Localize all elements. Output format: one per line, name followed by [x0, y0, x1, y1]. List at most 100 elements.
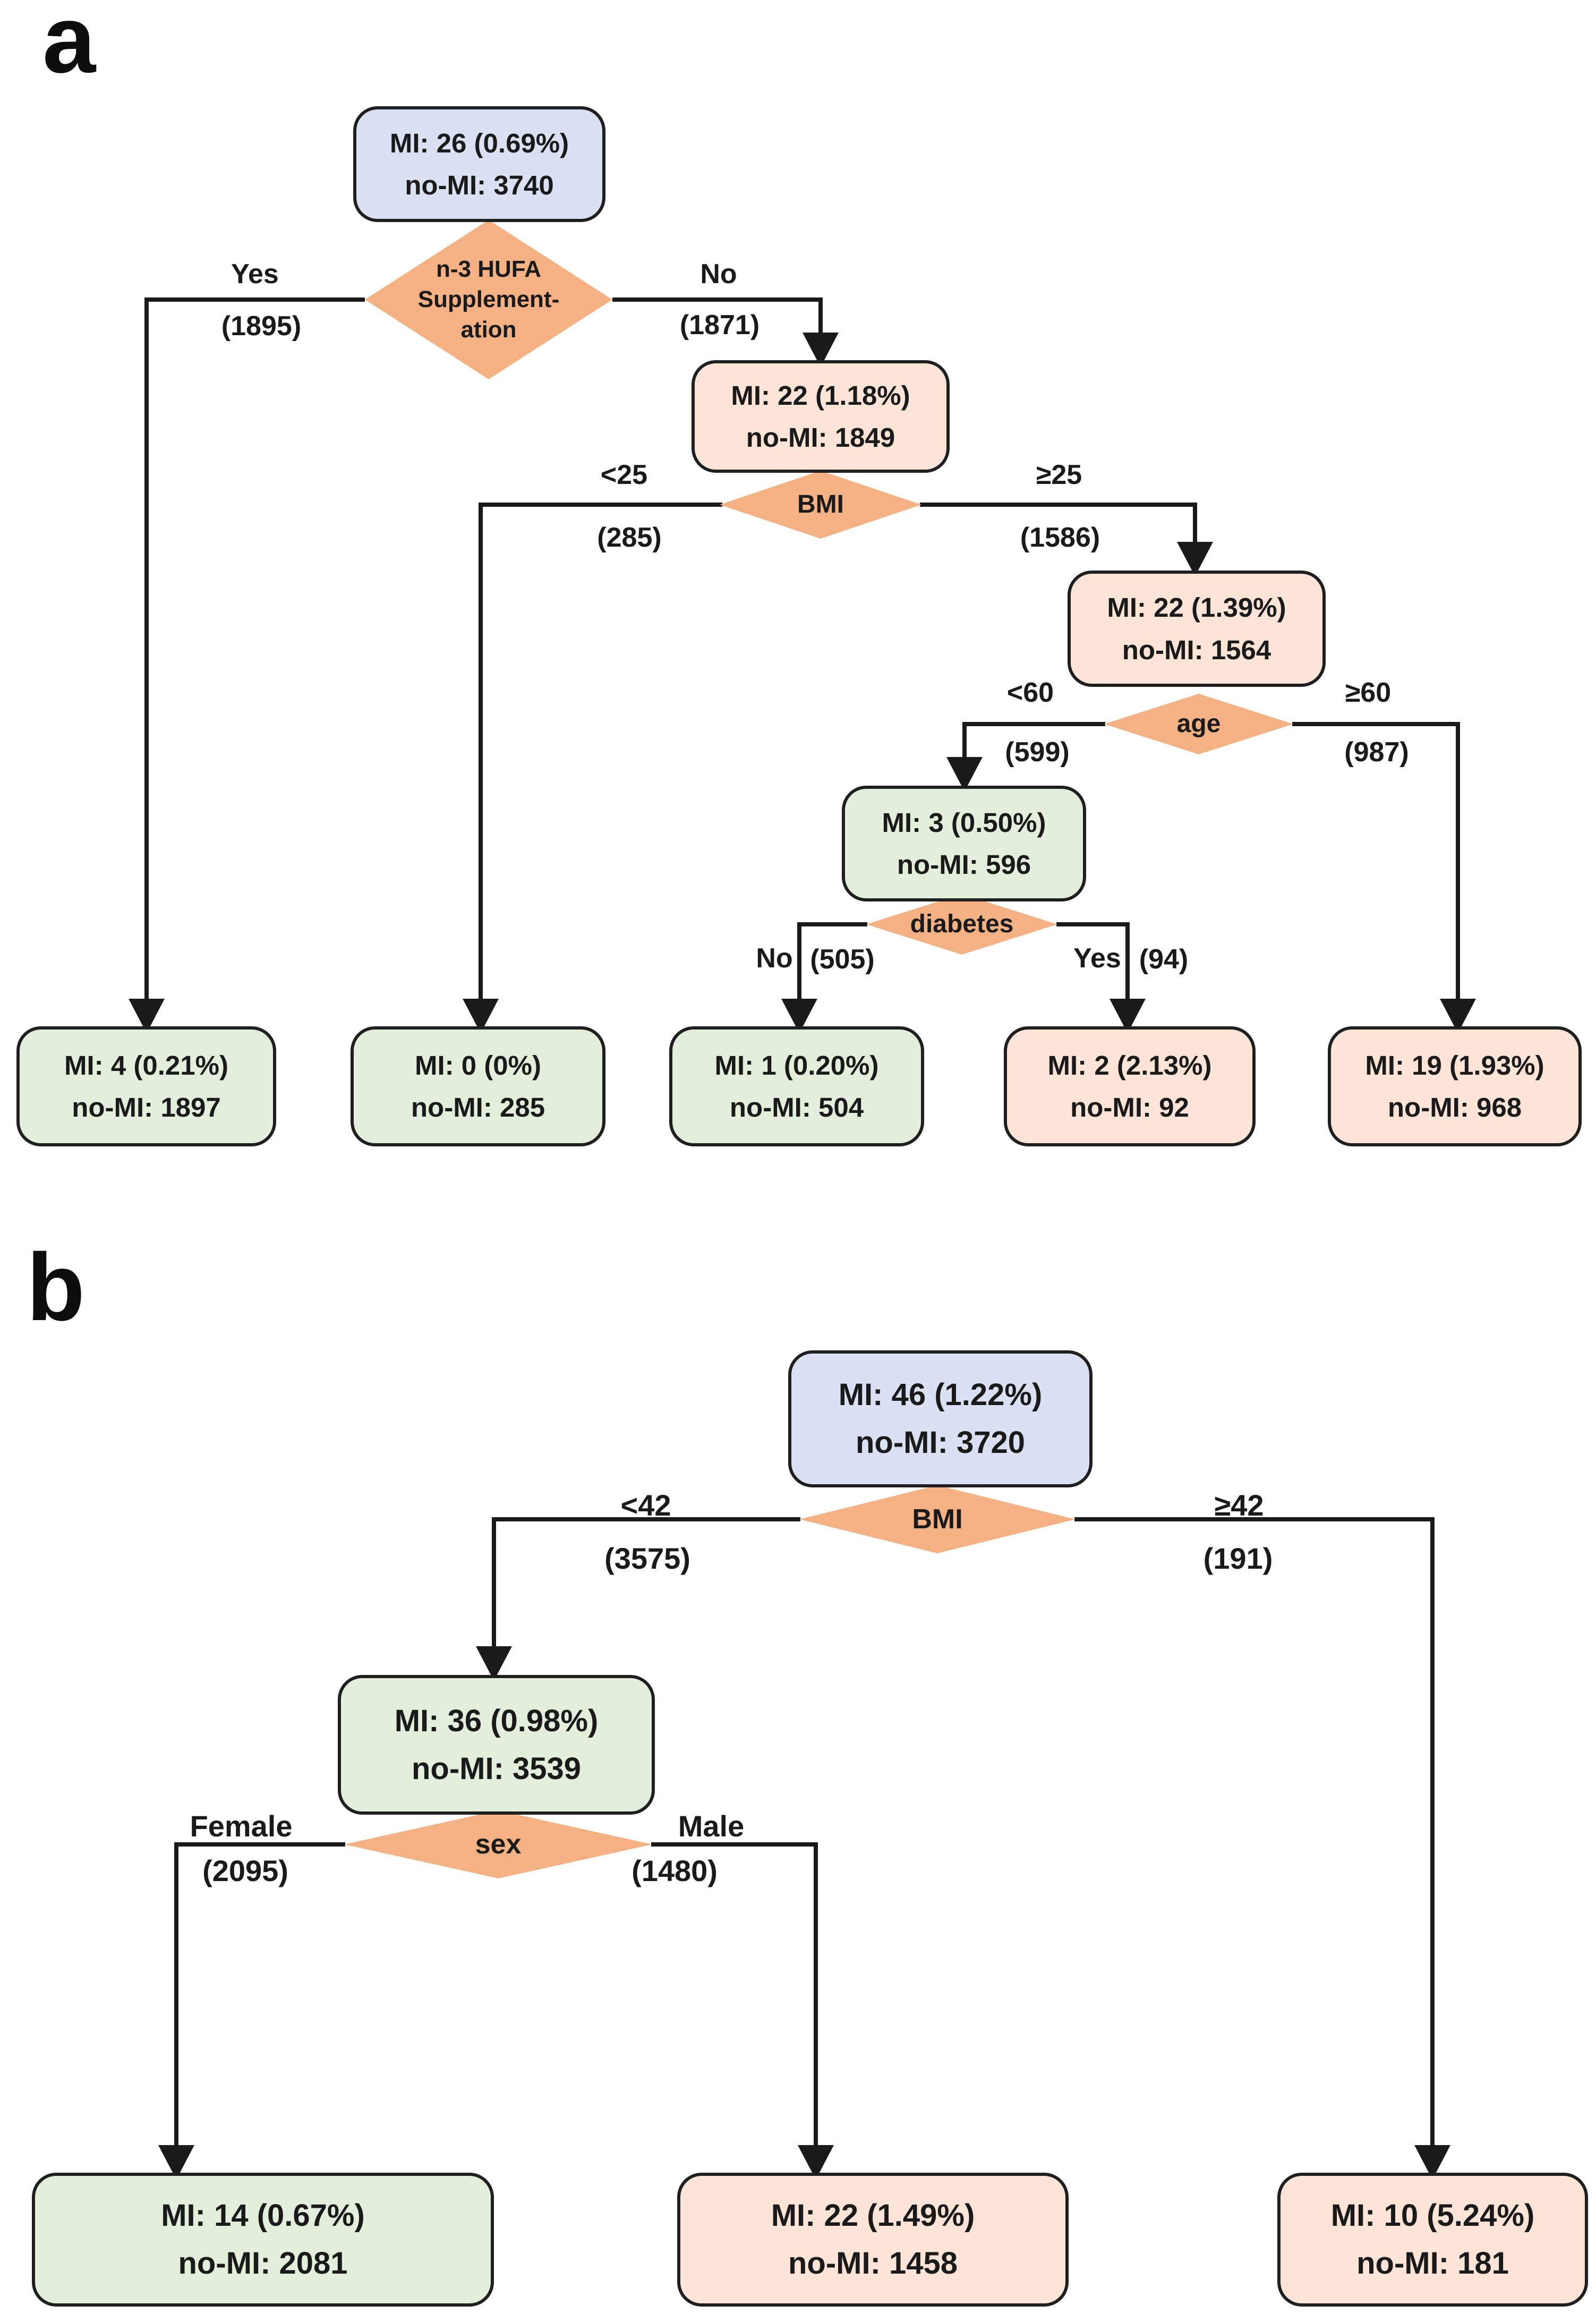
node-a-root: MI: 26 (0.69%) no-MI: 3740 — [353, 106, 605, 222]
node-a-bmi-ge25-line2: no-MI: 1564 — [1122, 634, 1271, 665]
branch-a-diab-yes-label: Yes — [1073, 943, 1121, 974]
branch-b-bmi-ge-count: (191) — [1203, 1542, 1273, 1575]
arrow-a-leaf5 — [1440, 999, 1476, 1033]
edge-a-supp-yes — [144, 297, 365, 1000]
split-diamonds — [344, 220, 1293, 1878]
split-label-b-bmi: BMI — [912, 1504, 963, 1535]
node-a-age-lt60-line1: MI: 3 (0.50%) — [882, 807, 1046, 838]
arrow-a-leaf1 — [129, 999, 165, 1033]
node-a-leaf-age-ge60-line1: MI: 19 (1.93%) — [1365, 1050, 1544, 1081]
arrow-a-leaf4 — [1109, 999, 1146, 1033]
node-a-leaf-supp-yes: MI: 4 (0.21%) no-MI: 1897 — [16, 1026, 276, 1146]
branch-a-diab-yes-count: (94) — [1139, 944, 1189, 975]
branch-a-age-lt-count: (599) — [1005, 737, 1070, 768]
branch-b-male-label: Male — [678, 1809, 745, 1843]
node-b-root: MI: 46 (1.22%) no-MI: 3720 — [788, 1350, 1093, 1487]
branch-a-age-lt-label: <60 — [1006, 677, 1054, 708]
node-a-age-lt60: MI: 3 (0.50%) no-MI: 596 — [842, 786, 1086, 901]
branch-a-bmi-ge-count: (1586) — [1020, 522, 1100, 553]
node-a-root-line2: no-MI: 3740 — [405, 170, 554, 200]
node-a-leaf-diab-no: MI: 1 (0.20%) no-MI: 504 — [669, 1026, 924, 1146]
arrow-b-leaf3 — [1414, 2145, 1450, 2180]
node-a-leaf-bmi-lt25-line2: no-MI: 285 — [411, 1092, 545, 1122]
edge-a-age-lt60 — [962, 722, 1105, 758]
branch-b-bmi-lt-count: (3575) — [604, 1542, 690, 1575]
node-a-leaf-diab-no-line2: no-MI: 504 — [729, 1092, 864, 1122]
diamond-a-bmi — [720, 471, 921, 539]
branch-a-supp-no-label: No — [700, 259, 737, 290]
node-a-leaf-bmi-lt25: MI: 0 (0%) no-MI: 285 — [351, 1026, 605, 1146]
branch-b-female-count: (2095) — [202, 1854, 288, 1887]
split-label-a-supplementation: n-3 HUFA Supplement- ation — [418, 254, 559, 345]
node-b-leaf-female-line1: MI: 14 (0.67%) — [161, 2198, 365, 2233]
edge-b-sex-female — [174, 1842, 345, 2146]
arrow-b-node2 — [476, 1646, 512, 1681]
node-a-supp-no-line2: no-MI: 1849 — [746, 422, 895, 453]
node-a-leaf-diab-yes-line2: no-MI: 92 — [1070, 1092, 1189, 1122]
branch-a-diab-no-count: (505) — [810, 944, 875, 975]
node-b-leaf-male-line2: no-MI: 1458 — [788, 2246, 958, 2281]
split-label-a-age: age — [1176, 710, 1221, 738]
edge-b-bmi-ge42 — [1074, 1517, 1435, 2146]
node-a-supp-no-line1: MI: 22 (1.18%) — [731, 380, 910, 411]
node-a-leaf-age-ge60: MI: 19 (1.93%) no-MI: 968 — [1328, 1026, 1582, 1146]
edge-a-diab-yes — [1056, 922, 1130, 1000]
branch-b-bmi-ge-label: ≥42 — [1214, 1488, 1264, 1522]
diamond-a-supplementation — [365, 220, 612, 379]
node-a-bmi-ge25-line1: MI: 22 (1.39%) — [1107, 592, 1286, 623]
diamond-a-diabetes — [866, 894, 1057, 955]
edge-a-bmi-ge25 — [920, 503, 1197, 543]
diamond-b-sex — [344, 1810, 652, 1878]
split-label-a-supp-line2: Supplement- — [417, 286, 560, 313]
node-a-leaf-diab-yes-line1: MI: 2 (2.13%) — [1047, 1050, 1212, 1081]
arrow-b-leaf1 — [158, 2145, 194, 2180]
node-b-leaf-bmi-ge42-line2: no-MI: 181 — [1356, 2246, 1509, 2281]
branch-a-supp-no-count: (1871) — [679, 310, 760, 341]
panel-a-label: a — [42, 0, 96, 93]
node-b-bmi-lt42-line1: MI: 36 (0.98%) — [394, 1703, 599, 1738]
branch-a-supp-yes-label: Yes — [231, 259, 279, 290]
node-b-bmi-lt42: MI: 36 (0.98%) no-MI: 3539 — [338, 1675, 655, 1815]
panel-b-label: b — [27, 1234, 85, 1341]
edge-b-sex-male — [651, 1842, 818, 2146]
branch-b-bmi-lt-label: <42 — [620, 1488, 671, 1522]
node-b-leaf-female-line2: no-MI: 2081 — [178, 2246, 348, 2281]
node-a-bmi-ge25: MI: 22 (1.39%) no-MI: 1564 — [1068, 571, 1326, 687]
arrow-a-node3 — [1177, 542, 1213, 576]
node-b-bmi-lt42-line2: no-MI: 3539 — [411, 1751, 582, 1786]
arrowheads — [129, 333, 1476, 2180]
split-label-b-sex: sex — [475, 1829, 522, 1860]
node-b-leaf-bmi-ge42-line1: MI: 10 (5.24%) — [1330, 2198, 1535, 2233]
node-a-leaf-supp-yes-line2: no-MI: 1897 — [72, 1092, 221, 1122]
branch-a-age-ge-label: ≥60 — [1345, 677, 1392, 708]
edge-a-age-ge60 — [1292, 722, 1460, 1000]
edge-a-bmi-lt25 — [479, 503, 722, 1000]
arrow-a-node4 — [946, 757, 983, 792]
node-b-root-line2: no-MI: 3720 — [855, 1425, 1026, 1460]
node-b-leaf-male: MI: 22 (1.49%) no-MI: 1458 — [677, 2173, 1069, 2307]
split-label-a-diabetes: diabetes — [910, 910, 1014, 938]
node-a-leaf-diab-no-line1: MI: 1 (0.20%) — [714, 1050, 879, 1081]
arrow-a-node2 — [803, 333, 839, 367]
arrow-a-leaf2 — [463, 999, 499, 1033]
edge-a-supp-no — [612, 297, 823, 334]
edge-a-diab-no — [797, 922, 867, 1000]
arrow-b-leaf2 — [798, 2145, 834, 2180]
tree-edges — [144, 297, 1460, 2146]
diamond-b-bmi — [799, 1485, 1076, 1553]
branch-a-age-ge-count: (987) — [1344, 737, 1409, 768]
branch-a-bmi-lt-count: (285) — [597, 522, 662, 553]
node-b-leaf-female: MI: 14 (0.67%) no-MI: 2081 — [32, 2173, 494, 2307]
diamond-a-age — [1104, 694, 1293, 754]
branch-a-diab-no-label: No — [756, 943, 793, 974]
branch-b-male-count: (1480) — [631, 1854, 718, 1887]
split-label-a-supp-line1: n-3 HUFA — [436, 256, 541, 283]
arrow-a-leaf3 — [781, 999, 817, 1033]
node-a-root-line1: MI: 26 (0.69%) — [389, 127, 569, 158]
node-a-leaf-supp-yes-line1: MI: 4 (0.21%) — [64, 1050, 228, 1081]
node-a-leaf-bmi-lt25-line1: MI: 0 (0%) — [414, 1050, 542, 1081]
node-b-root-line1: MI: 46 (1.22%) — [838, 1377, 1043, 1413]
node-a-leaf-age-ge60-line2: no-MI: 968 — [1387, 1092, 1522, 1122]
